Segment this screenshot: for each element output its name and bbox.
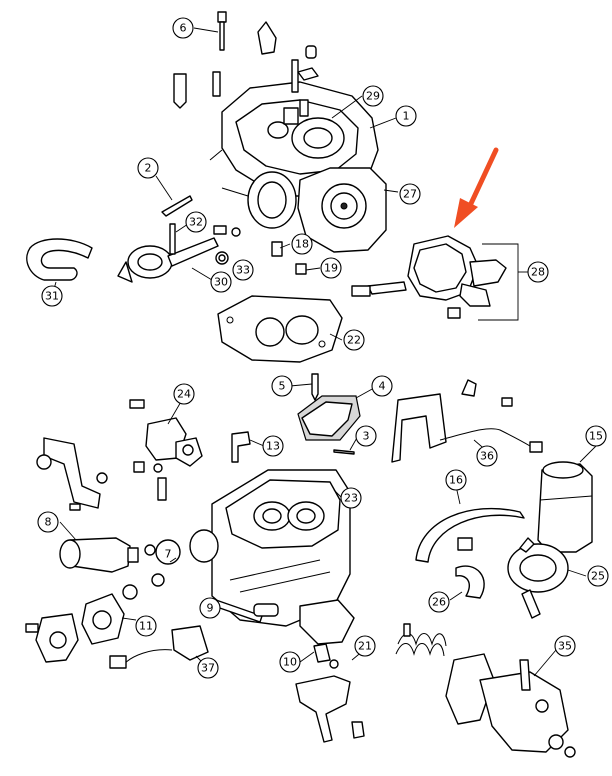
spring-and-linkage-35 <box>395 623 576 758</box>
part-2-pin <box>161 195 193 217</box>
upper-body-assembly <box>173 11 387 253</box>
left-bracket <box>36 437 108 511</box>
part-13-fitting <box>231 431 251 463</box>
callout-6: 6 <box>172 17 194 39</box>
callout-9: 9 <box>199 597 221 619</box>
part-11-cover <box>25 593 125 663</box>
red-arrow-icon <box>454 147 499 228</box>
callout-4: 4 <box>371 375 393 397</box>
part-25-vacuum-diaphragm <box>507 537 569 619</box>
callout-35: 35 <box>554 635 576 657</box>
callout-2: 2 <box>137 157 159 179</box>
callout-21: 21 <box>354 635 376 657</box>
callout-37: 37 <box>197 657 219 679</box>
callout-27: 27 <box>399 183 421 205</box>
callout-2-label: 2 <box>145 162 152 175</box>
callout-15-label: 15 <box>589 430 603 443</box>
callout-8: 8 <box>37 511 59 533</box>
callout-11-label: 11 <box>139 620 153 633</box>
callout-25: 25 <box>587 565 609 587</box>
callout-3: 3 <box>355 425 377 447</box>
callout-10: 10 <box>279 651 301 673</box>
callout-16: 16 <box>445 469 467 491</box>
callout-9-label: 9 <box>207 602 214 615</box>
bracket-36 <box>391 379 543 463</box>
callout-22: 22 <box>343 329 365 351</box>
callout-21-label: 21 <box>358 640 372 653</box>
part-28-solenoid-valve <box>351 235 519 321</box>
callout-8-label: 8 <box>45 516 52 529</box>
part-16-hose <box>415 507 525 563</box>
callout-16-label: 16 <box>449 474 463 487</box>
callout-11: 11 <box>135 615 157 637</box>
callout-27-label: 27 <box>403 188 417 201</box>
callout-32: 32 <box>185 211 207 233</box>
callout-36: 36 <box>476 445 498 467</box>
callout-29-label: 29 <box>366 90 380 103</box>
callout-37-label: 37 <box>201 662 215 675</box>
callout-18: 18 <box>291 233 313 255</box>
part-37-sensor <box>109 625 209 669</box>
callout-15: 15 <box>585 425 607 447</box>
callout-7-text: 7 <box>165 548 172 561</box>
callout-1-label: 1 <box>403 110 410 123</box>
small-jets <box>215 227 307 275</box>
callout-28-label: 28 <box>531 266 545 279</box>
callout-13: 13 <box>262 435 284 457</box>
callout-13-label: 13 <box>266 440 280 453</box>
callout-26: 26 <box>428 591 450 613</box>
callout-33-label: 33 <box>236 264 250 277</box>
callout-6-label: 6 <box>180 22 187 35</box>
callout-4-label: 4 <box>379 380 386 393</box>
callout-1: 1 <box>395 105 417 127</box>
part-30-vacuum-unit <box>117 223 227 283</box>
part-22-gasket <box>217 295 343 363</box>
callout-5-label: 5 <box>279 380 286 393</box>
lower-body-assembly <box>189 469 355 645</box>
callout-31: 31 <box>41 285 63 307</box>
part-9-screw <box>213 599 279 623</box>
callout-24: 24 <box>173 383 195 405</box>
callout-25-label: 25 <box>591 570 605 583</box>
callout-22-label: 22 <box>347 334 361 347</box>
callout-35-label: 35 <box>558 640 572 653</box>
callout-30: 30 <box>210 271 232 293</box>
callout-19: 19 <box>320 257 342 279</box>
float-parts <box>297 373 361 455</box>
part-26-hose <box>455 537 485 599</box>
callout-31-label: 31 <box>45 290 59 303</box>
callout-5: 5 <box>271 375 293 397</box>
part-24-housing <box>129 399 203 501</box>
callout-19-label: 19 <box>324 262 338 275</box>
callout-36-label: 36 <box>480 450 494 463</box>
callout-28: 28 <box>527 261 549 283</box>
linkage-10-21 <box>295 643 365 743</box>
callout-32-label: 32 <box>189 216 203 229</box>
callout-23-label: 23 <box>344 492 358 505</box>
part-15-filter-canister <box>537 461 593 553</box>
callout-10-label: 10 <box>283 656 297 669</box>
callout-33: 33 <box>232 259 254 281</box>
part-31-hose <box>26 238 93 281</box>
callout-24-label: 24 <box>177 388 191 401</box>
part-8-idle-solenoid <box>59 537 156 573</box>
callout-26-label: 26 <box>432 596 446 609</box>
callout-30-label: 30 <box>214 276 228 289</box>
callout-7-label: 7 <box>165 548 172 561</box>
callout-23: 23 <box>340 487 362 509</box>
part-7-plug <box>122 539 181 600</box>
callout-3-label: 3 <box>363 430 370 443</box>
callout-18-label: 18 <box>295 238 309 251</box>
callout-29: 29 <box>362 85 384 107</box>
